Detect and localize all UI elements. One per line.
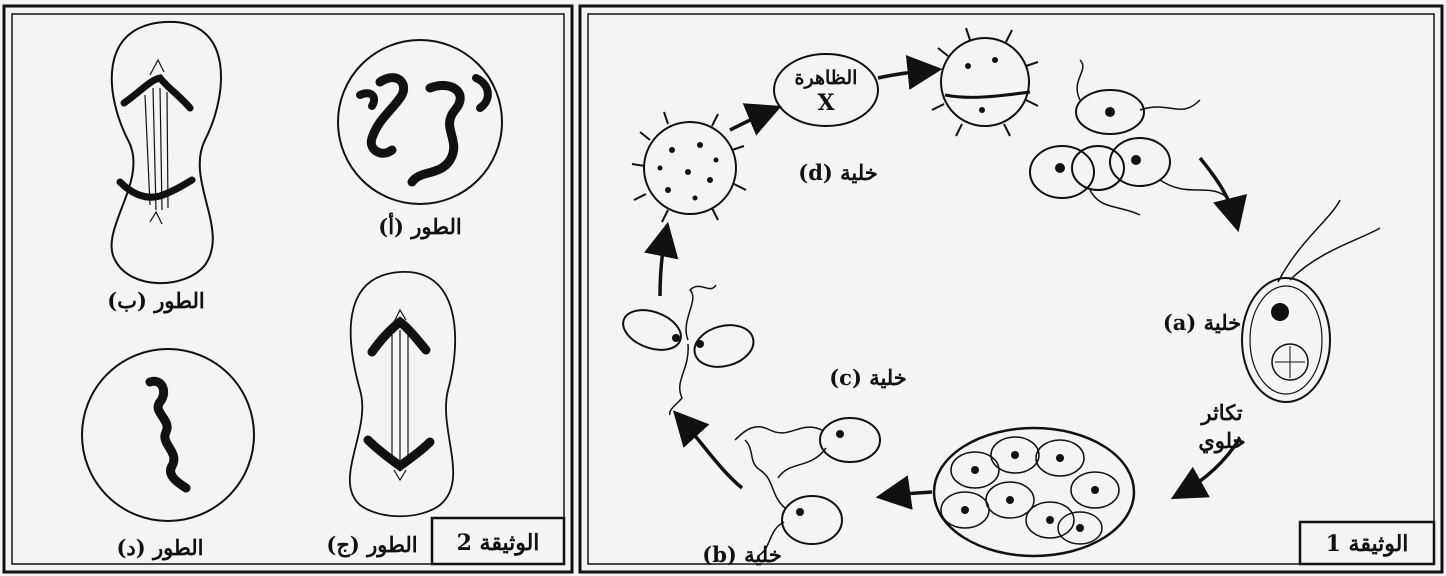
document-1-panel: الظاهرة X خلية (d) [580, 6, 1442, 572]
cell-a-label: خلية (a) [1163, 310, 1241, 335]
phase-d-label: الطور (د) [117, 535, 204, 561]
cell-d-label: خلية (d) [798, 160, 877, 185]
phase-b-label: الطور (ب) [107, 288, 204, 314]
document-1-title-box: الوثيقة 1 [1300, 522, 1434, 564]
document-2-title: الوثيقة 2 [457, 530, 540, 556]
cell-c-label: خلية (c) [829, 365, 907, 390]
document-1-title: الوثيقة 1 [1326, 531, 1409, 557]
document-2-title-box: الوثيقة 2 [432, 518, 564, 564]
cell-b-label: خلية (b) [702, 542, 781, 567]
document-2-panel: الطور (ب) الطور (أ) الطور (د) الطور [4, 6, 572, 572]
phase-c-label: الطور (ج) [326, 532, 417, 558]
phase-a-label: الطور (أ) [378, 212, 461, 240]
phenomenon-label: الظاهرة [795, 67, 858, 89]
multiplication-label-line1: تكاثر [1199, 400, 1242, 426]
phenomenon-symbol: X [817, 90, 835, 116]
